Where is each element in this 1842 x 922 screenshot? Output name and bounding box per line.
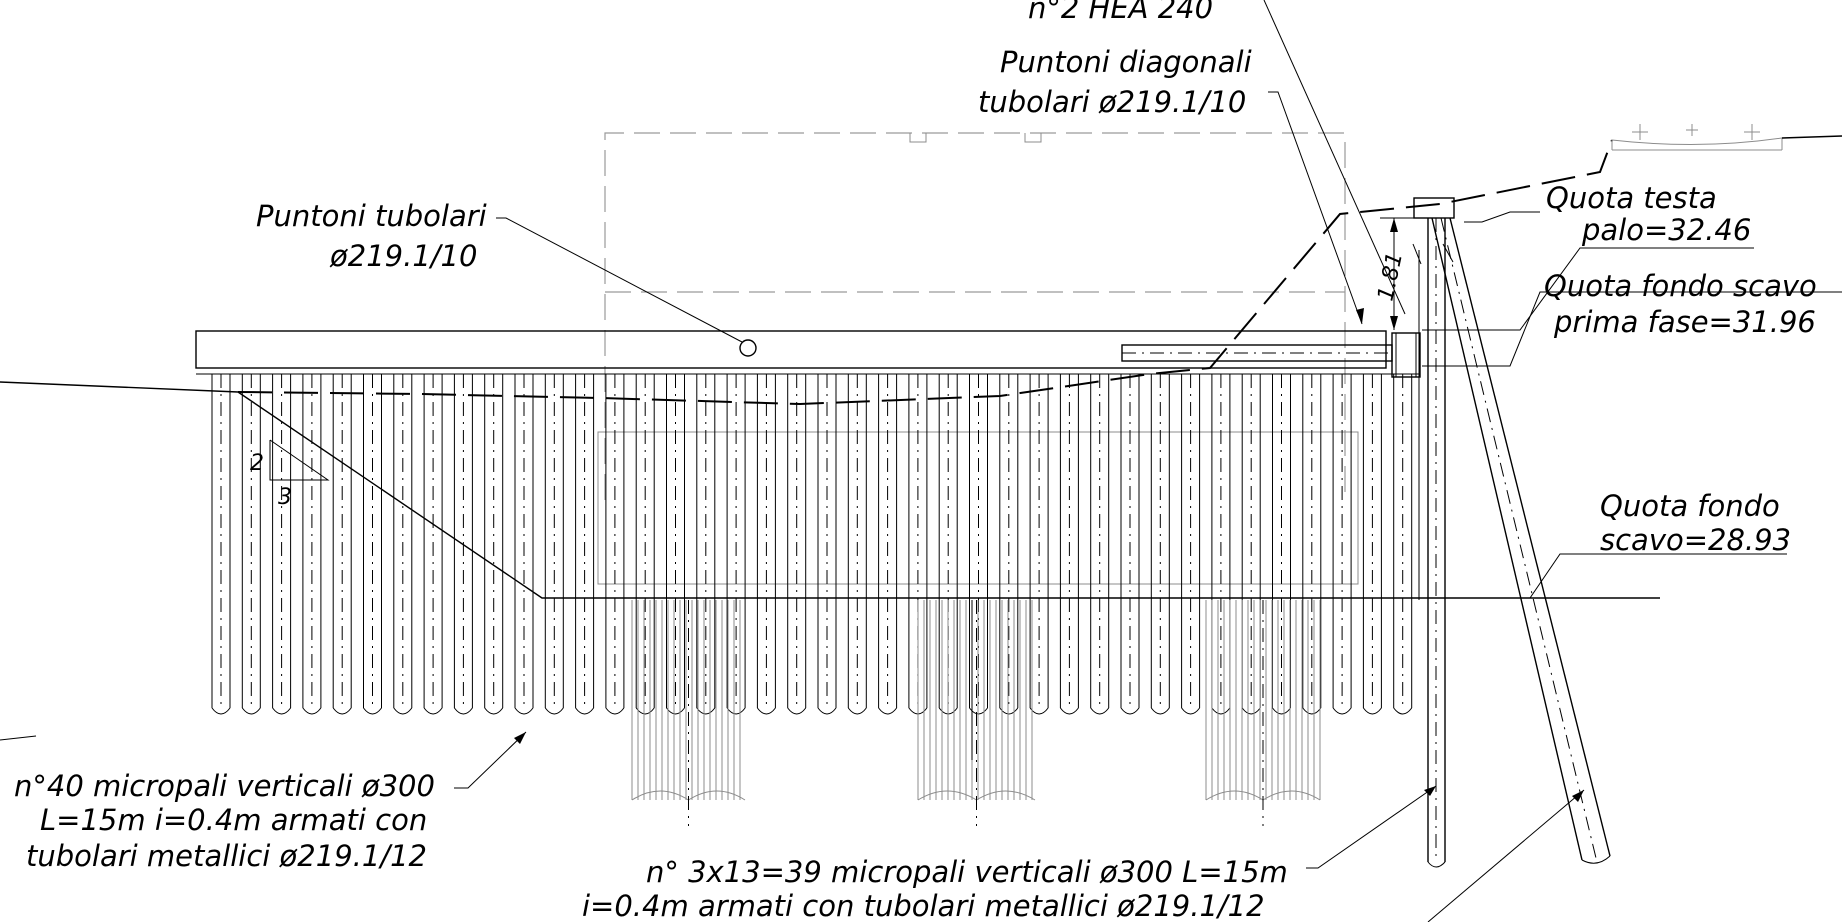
excavation-profile [0, 381, 1660, 599]
micropile [1029, 374, 1049, 715]
micropiles-group-40 [211, 374, 1413, 715]
micropile [1393, 374, 1413, 715]
strut-section-circle [739, 339, 757, 357]
micropile [332, 374, 352, 715]
micropile [635, 374, 655, 715]
micropile [544, 374, 564, 715]
micropile [1181, 374, 1201, 715]
label-micro40-3: tubolari metallici ø219.1/12 [26, 839, 427, 873]
micropile [756, 374, 776, 715]
micropile [241, 374, 261, 715]
micropile [1150, 374, 1170, 715]
micropile [575, 374, 595, 715]
micropile [605, 374, 625, 715]
large-pile [917, 600, 1036, 826]
micropile [393, 374, 413, 715]
micropile [484, 374, 504, 715]
capping-beam [195, 330, 1420, 375]
label-micro40-2: L=15m i=0.4m armati con [40, 803, 427, 837]
annotations: n°2 HEA 240 Puntoni diagonali tubolari ø… [14, 0, 1817, 922]
micropile [847, 374, 867, 715]
micropile [817, 374, 837, 715]
micropile [1090, 374, 1110, 715]
micropile [878, 374, 898, 715]
label-testa-1: Quota testa [1546, 181, 1717, 215]
large-piles-below [631, 600, 1321, 826]
railway-track [1611, 124, 1842, 151]
micropile [1211, 374, 1231, 715]
slope-indicator: 2 3 [250, 439, 330, 510]
label-fondo-1: Quota fondo [1600, 489, 1780, 523]
original-ground-line [237, 139, 1613, 406]
front-pile-vertical [1412, 197, 1455, 868]
label-testa-2: palo=32.46 [1581, 213, 1751, 247]
micropile [302, 374, 322, 715]
label-diag-1: Puntoni diagonali [1000, 45, 1252, 79]
micropile [363, 374, 382, 715]
diagonal-strut [1121, 344, 1393, 362]
label-fondo-2: scavo=28.93 [1600, 523, 1791, 557]
micropile [1272, 374, 1291, 715]
slope-vertical: 2 [250, 451, 264, 476]
micropile [1362, 374, 1382, 715]
label-puntoni-2: ø219.1/10 [329, 239, 477, 273]
label-micro39-1: n° 3x13=39 micropali verticali ø300 L=15… [646, 855, 1288, 889]
micropile [787, 374, 807, 715]
label-puntoni-1: Puntoni tubolari [256, 199, 487, 233]
dimension-1-81: 1.81 [1373, 217, 1414, 330]
slope-horizontal: 3 [278, 485, 292, 510]
large-pile [631, 600, 746, 826]
inclined-pile [1431, 217, 1611, 864]
label-hea: n°2 HEA 240 [1028, 0, 1213, 25]
micropile [696, 374, 716, 715]
micropile [1120, 374, 1140, 715]
label-fase-1: Quota fondo scavo [1544, 269, 1817, 303]
micropile [514, 374, 534, 715]
micropile [1241, 374, 1261, 715]
micropile [272, 374, 292, 715]
micropile [1302, 374, 1322, 715]
micropile [1332, 374, 1352, 715]
micropile [726, 374, 746, 715]
micropile [666, 374, 685, 715]
micropile [453, 374, 473, 715]
large-pile [1205, 600, 1321, 826]
label-micro40-1: n°40 micropali verticali ø300 [14, 769, 435, 803]
hea-waler [1391, 332, 1421, 378]
label-diag-2: tubolari ø219.1/10 [978, 85, 1246, 119]
micropile [211, 374, 231, 715]
label-fase-2: prima fase=31.96 [1553, 305, 1816, 339]
micropile [1059, 374, 1079, 715]
micropile [423, 374, 443, 715]
dimension-value: 1.81 [1373, 250, 1408, 303]
label-micro39-2: i=0.4m armati con tubolari metallici ø21… [582, 889, 1265, 922]
micropile [999, 374, 1019, 715]
